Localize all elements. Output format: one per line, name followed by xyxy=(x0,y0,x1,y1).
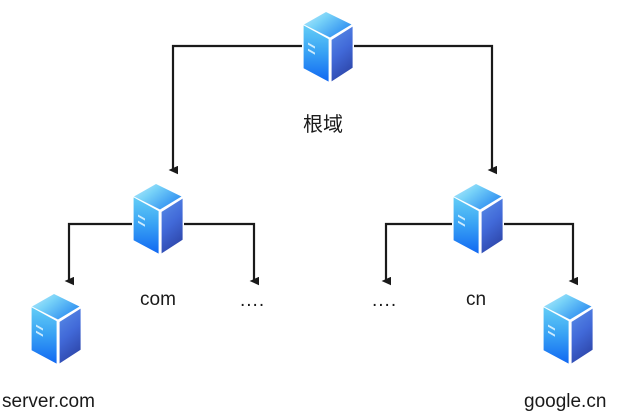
ellipsis-label-cn: .... xyxy=(372,290,398,311)
node-label-com: com xyxy=(140,289,176,310)
node-label-server-com: server.com xyxy=(2,391,95,412)
edge-com-to-ellipsis xyxy=(158,222,259,286)
edge-root-to-cn xyxy=(328,44,497,175)
server-icon-server-com xyxy=(30,292,82,366)
server-icon-google-cn xyxy=(542,292,594,366)
node-label-root: 根域 xyxy=(303,114,343,136)
node-label-google-cn: google.cn xyxy=(524,391,607,412)
edge-com-to-server-com xyxy=(64,222,158,286)
ellipsis-label-com: .... xyxy=(240,290,266,311)
edge-cn-to-google-cn xyxy=(478,222,578,286)
edge-cn-to-ellipsis xyxy=(381,222,478,286)
server-icon-com xyxy=(132,182,184,256)
node-label-cn: cn xyxy=(466,289,487,310)
server-icon-cn xyxy=(452,182,504,256)
server-icon-root xyxy=(302,10,354,84)
